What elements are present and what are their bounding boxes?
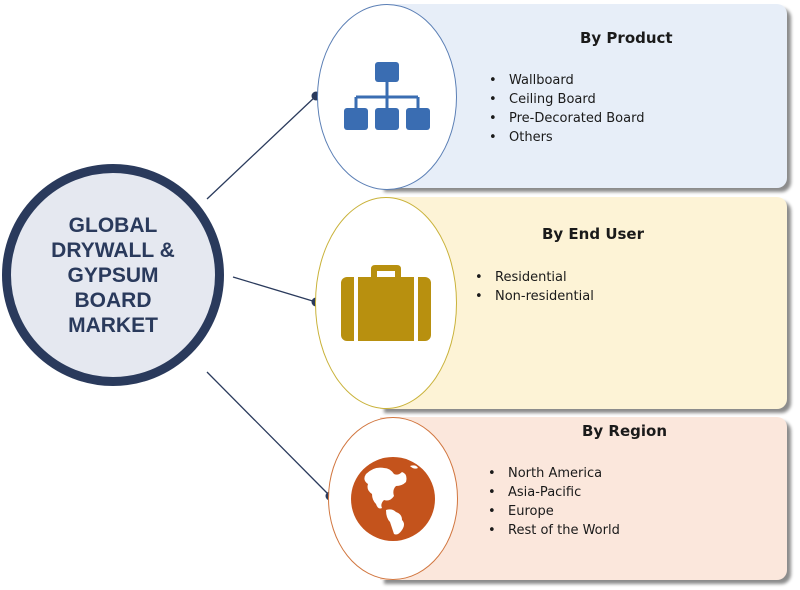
list-item: Non-residential [475, 287, 594, 306]
region-segment-title: By Region [582, 422, 668, 440]
product-icon-circle [317, 4, 457, 190]
product-segment-title: By Product [580, 29, 673, 47]
connector-enduser [232, 276, 317, 303]
product-segment-list: Wallboard Ceiling Board Pre-Decorated Bo… [489, 71, 644, 147]
list-item: Asia-Pacific [488, 483, 620, 502]
list-item: Ceiling Board [489, 90, 644, 109]
list-item: Residential [475, 268, 594, 287]
list-item: North America [488, 464, 620, 483]
region-icon-circle [328, 417, 458, 580]
region-segment-panel: By Region North America Asia-Pacific Eur… [380, 417, 787, 580]
region-segment-list: North America Asia-Pacific Europe Rest o… [488, 464, 620, 540]
market-hub-circle: GLOBAL DRYWALL & GYPSUM BOARD MARKET [2, 164, 224, 386]
list-item: Europe [488, 502, 620, 521]
list-item: Rest of the World [488, 521, 620, 540]
briefcase-icon [341, 265, 431, 341]
list-item: Pre-Decorated Board [489, 109, 644, 128]
market-title: GLOBAL DRYWALL & GYPSUM BOARD MARKET [51, 213, 175, 337]
hierarchy-icon [344, 62, 430, 130]
connector-region [206, 371, 331, 497]
connector-product [206, 95, 317, 200]
enduser-segment-list: Residential Non-residential [475, 268, 594, 306]
globe-icon [351, 456, 435, 541]
list-item: Wallboard [489, 71, 644, 90]
list-item: Others [489, 128, 644, 147]
enduser-segment-title: By End User [542, 225, 644, 243]
enduser-icon-circle [315, 197, 457, 409]
